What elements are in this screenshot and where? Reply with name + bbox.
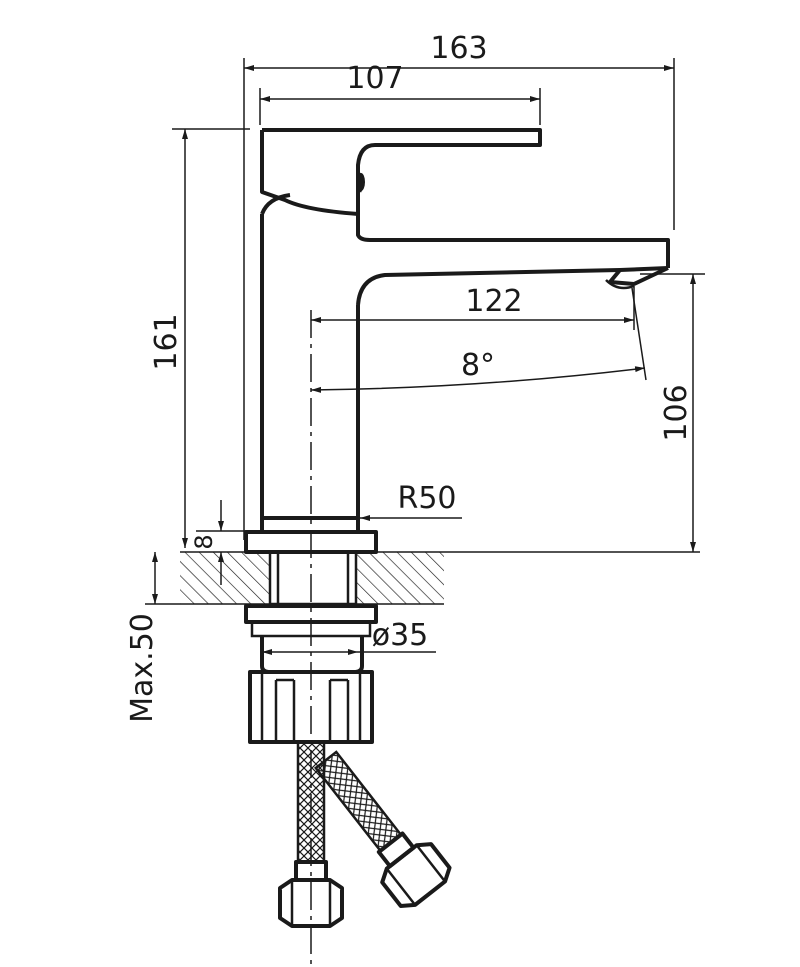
mounting-hardware xyxy=(244,550,378,744)
dim-spout-angle: 8° xyxy=(310,287,647,393)
dim-base-thickness: 8 xyxy=(190,500,250,585)
dim-overall-width-label: 163 xyxy=(430,31,487,66)
dim-base-radius-label: R50 xyxy=(397,481,456,516)
dim-spout-height: 106 xyxy=(640,273,705,552)
dim-base-radius: R50 xyxy=(360,481,462,521)
dim-hole-diameter-label: ø35 xyxy=(372,618,429,653)
dim-overall-width: 163 xyxy=(243,31,675,540)
dim-spout-angle-label: 8° xyxy=(461,348,495,383)
dim-max-counter-thickness: Max.50 xyxy=(125,552,180,723)
dim-max-counter-thickness-label: Max.50 xyxy=(125,613,160,723)
dim-overall-height-label: 161 xyxy=(149,313,184,370)
dim-overall-height: 161 xyxy=(149,128,250,548)
dim-hole-diameter: ø35 xyxy=(262,618,436,655)
countertop xyxy=(180,551,700,605)
dim-spout-reach: 122 xyxy=(311,284,635,330)
supply-hoses xyxy=(278,740,452,928)
dim-handle-length: 107 xyxy=(259,61,541,125)
dim-handle-length-label: 107 xyxy=(346,61,403,96)
dim-spout-reach-label: 122 xyxy=(465,284,522,319)
dim-base-thickness-label: 8 xyxy=(190,534,218,549)
dim-spout-height-label: 106 xyxy=(659,384,694,441)
cartridge-knob xyxy=(357,173,365,191)
spout xyxy=(356,266,669,306)
handle-lever xyxy=(262,128,670,268)
faucet-body xyxy=(244,128,670,554)
